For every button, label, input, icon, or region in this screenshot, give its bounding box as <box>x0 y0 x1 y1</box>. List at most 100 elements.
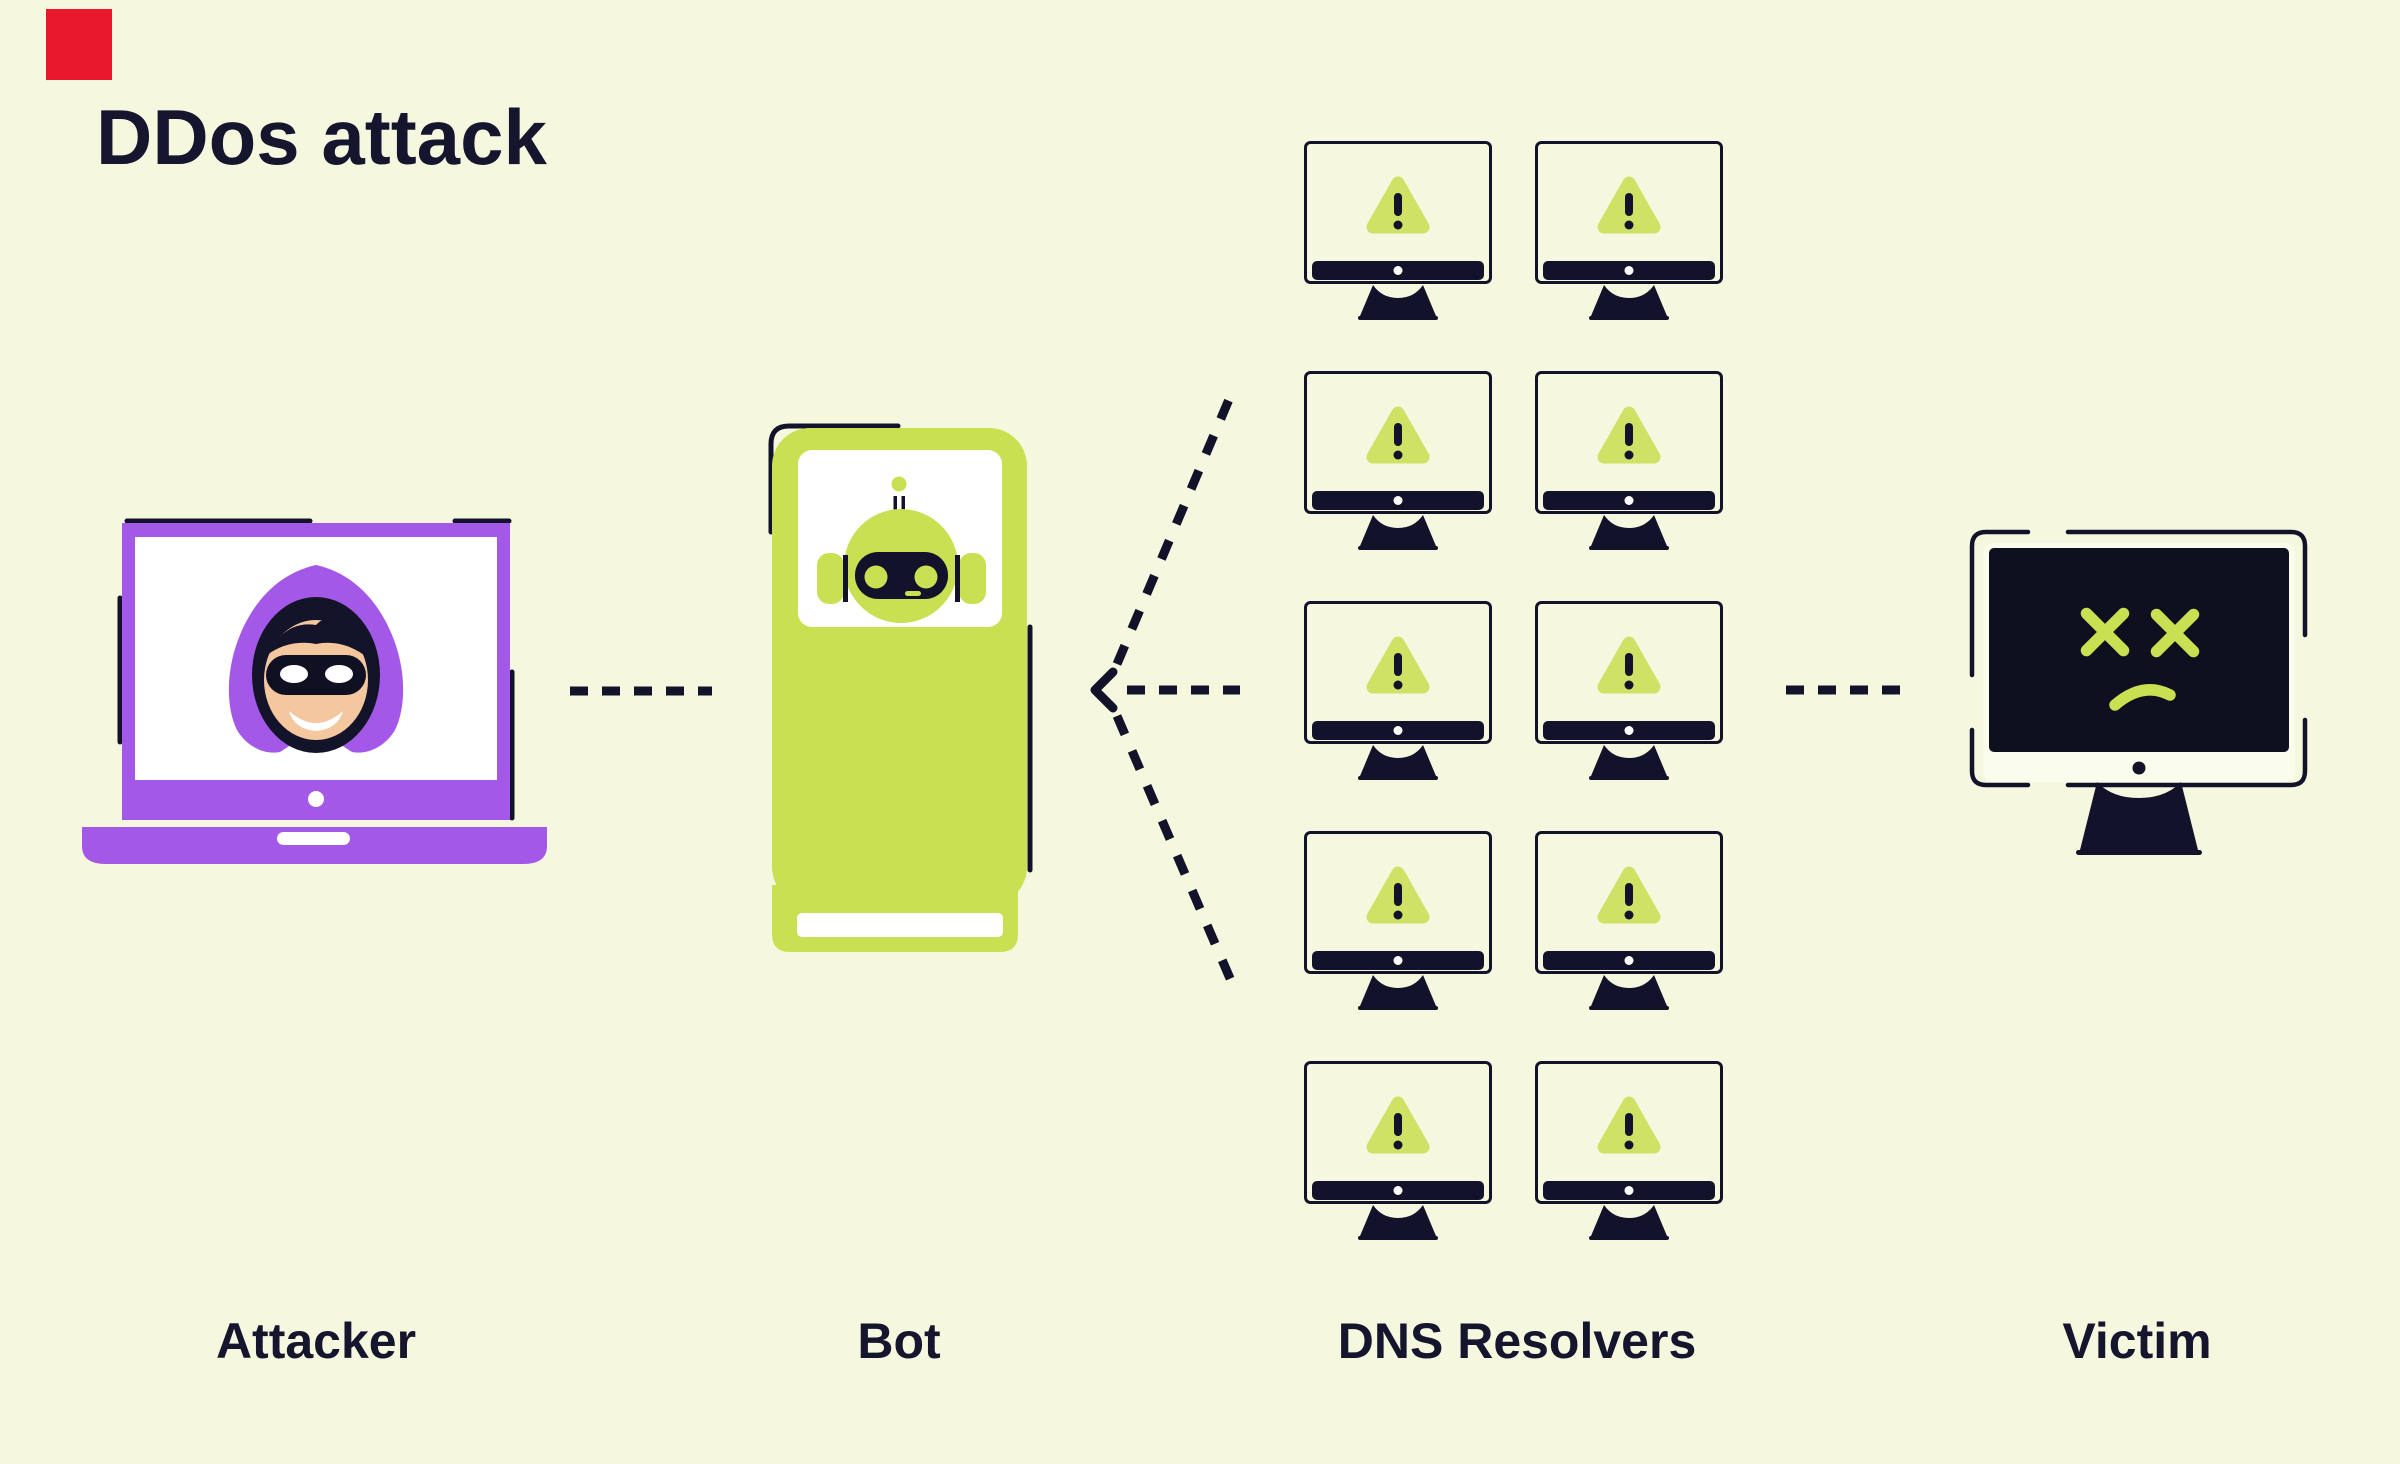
monitor-stand <box>1360 745 1436 776</box>
monitor-bar-dot <box>1624 266 1634 275</box>
mask-eye-right <box>325 665 353 683</box>
eye-left <box>864 565 888 589</box>
monitor-stand <box>1591 1205 1667 1236</box>
victim-screen <box>1989 548 2289 752</box>
antenna-stem-right <box>901 496 905 510</box>
victim-stand <box>2080 782 2198 850</box>
exclamation-dot <box>1624 910 1634 920</box>
sketch-bracket <box>1969 529 2308 788</box>
mask <box>266 655 366 695</box>
monitor-stand-base <box>1589 1236 1669 1240</box>
exclamation-dot <box>1393 910 1403 920</box>
fan-arrowhead <box>1090 667 1118 713</box>
monitor-stand-base <box>1589 546 1669 550</box>
robot-head <box>817 476 986 623</box>
hacker-laptop-icon <box>82 518 547 864</box>
exclamation-bar <box>1394 423 1402 446</box>
exclamation-bar <box>1625 193 1633 216</box>
dns-resolver-monitor <box>1304 831 1492 1012</box>
sketch-lines <box>768 423 1033 873</box>
exclamation-bar <box>1625 653 1633 676</box>
monitor-bar-dot <box>1624 496 1634 505</box>
ear-left-line <box>843 555 848 602</box>
monitor-bar-dot <box>1624 1186 1634 1195</box>
monitor-stand <box>1591 975 1667 1006</box>
exclamation-dot <box>1624 680 1634 690</box>
dns-resolver-monitor <box>1535 831 1723 1012</box>
monitor-stand-base <box>1358 316 1438 320</box>
monitor-stand-base <box>1358 776 1438 780</box>
attacker-label: Attacker <box>215 1313 417 1369</box>
monitor-stand-base <box>1358 1006 1438 1010</box>
warning-monitor-icon <box>1535 371 1723 550</box>
mouth-dash <box>905 591 921 596</box>
warning-monitor-icon <box>1304 1061 1492 1240</box>
attacker-figure <box>75 515 555 880</box>
smile <box>289 711 343 731</box>
dns-resolver-monitor <box>1535 601 1723 782</box>
monitor-stand-base <box>1589 316 1669 320</box>
monitor-stand <box>1591 285 1667 316</box>
frown-mouth <box>2109 684 2176 711</box>
monitor-stand-base <box>1358 546 1438 550</box>
bot-figure <box>765 420 1045 970</box>
monitor-stand <box>1360 975 1436 1006</box>
bot-label: Bot <box>857 1313 941 1369</box>
dns-resolver-monitor <box>1304 371 1492 552</box>
victim-label: Victim <box>2062 1313 2212 1369</box>
exclamation-dot <box>1393 680 1403 690</box>
exclamation-bar <box>1394 1113 1402 1136</box>
monitor-stand <box>1360 515 1436 546</box>
monitor-stand <box>1591 745 1667 776</box>
exclamation-dot <box>1624 220 1634 230</box>
monitor-stand <box>1591 515 1667 546</box>
exclamation-dot <box>1393 450 1403 460</box>
accent-square <box>46 9 112 80</box>
warning-monitor-icon <box>1304 831 1492 1010</box>
ear-right <box>959 553 986 604</box>
monitor-bar-dot <box>1393 496 1403 505</box>
exclamation-bar <box>1625 883 1633 906</box>
exclamation-dot <box>1393 1140 1403 1150</box>
ear-right-line <box>955 555 960 602</box>
warning-monitor-icon <box>1535 831 1723 1010</box>
warning-monitor-icon <box>1304 601 1492 780</box>
monitor-stand <box>1360 285 1436 316</box>
bot-to-dns-lower-line <box>1112 714 1240 992</box>
dns-resolver-monitor <box>1304 141 1492 322</box>
monitor-stand-base <box>1589 1006 1669 1010</box>
ear-left <box>817 553 844 604</box>
exclamation-bar <box>1394 653 1402 676</box>
exclamation-bar <box>1394 193 1402 216</box>
laptop-base <box>82 827 547 864</box>
eye-right <box>914 565 938 589</box>
monitor-bar-dot <box>1393 266 1403 275</box>
hair <box>267 617 365 655</box>
robot-icon <box>768 423 1033 952</box>
dns-resolver-monitor <box>1304 1061 1492 1242</box>
dns-resolver-monitor <box>1535 371 1723 552</box>
dns-resolvers-label: DNS Resolvers <box>1337 1313 1697 1369</box>
exclamation-bar <box>1625 423 1633 446</box>
warning-monitor-icon <box>1304 141 1492 320</box>
hacker-icon <box>228 565 404 753</box>
dead-face-icon <box>2080 607 2200 711</box>
warning-monitor-icon <box>1535 141 1723 320</box>
exclamation-dot <box>1624 450 1634 460</box>
monitor-bar-dot <box>1393 726 1403 735</box>
monitor-bar-dot <box>1393 1186 1403 1195</box>
pedestal-bar <box>797 913 1003 937</box>
monitor-stand-base <box>1358 1236 1438 1240</box>
exclamation-dot <box>1393 220 1403 230</box>
warning-monitor-icon <box>1535 601 1723 780</box>
victim-stand-base <box>2076 850 2202 855</box>
webcam-dot <box>308 791 324 807</box>
victim-figure <box>1950 515 2330 870</box>
victim-bar-dot <box>2132 761 2146 775</box>
dns-resolver-monitor <box>1535 1061 1723 1242</box>
crashed-monitor-icon <box>1969 529 2308 855</box>
bot-to-dns-upper-line <box>1112 388 1238 666</box>
antenna-ball <box>891 476 907 492</box>
monitor-bar-dot <box>1393 956 1403 965</box>
exclamation-bar <box>1625 1113 1633 1136</box>
